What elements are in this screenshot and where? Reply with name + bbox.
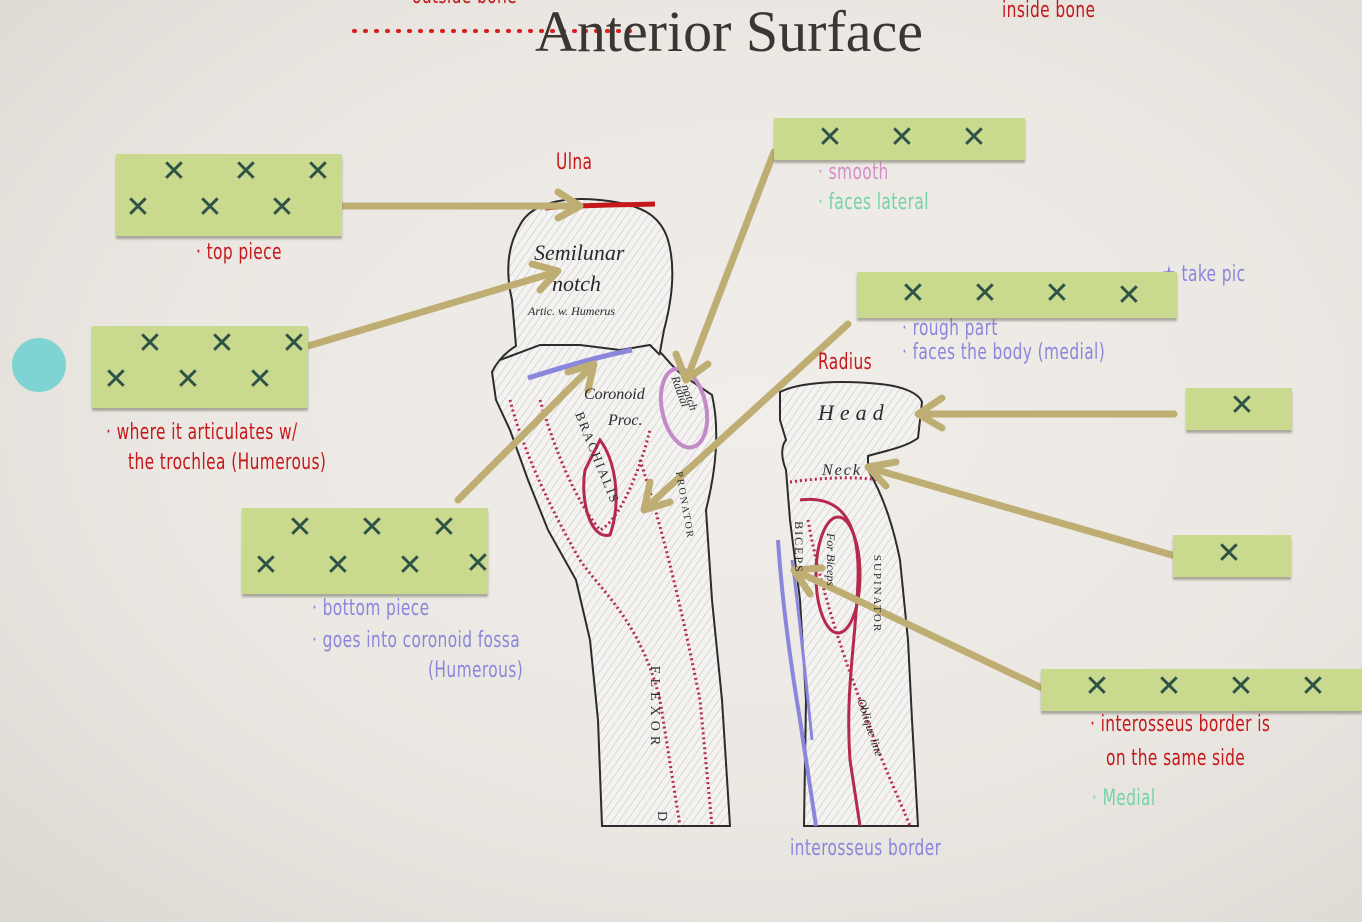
answer-box-radial-notch[interactable]: ✕ ✕ ✕ <box>774 118 1025 160</box>
answer-box-radial-head[interactable]: ✕ <box>1186 388 1292 430</box>
cover-mark: ✕ <box>961 120 987 155</box>
cover-mark: ✕ <box>1156 669 1182 704</box>
semilunar-note-1: · where it articulates w/ <box>106 420 298 445</box>
cover-mark: ✕ <box>1044 276 1070 311</box>
cover-mark: ✕ <box>359 510 385 545</box>
coronoid-note-1: · bottom piece <box>312 596 430 621</box>
radial-notch-note-2: · faces lateral <box>818 190 929 215</box>
semilunar-label: Semilunar <box>534 240 625 265</box>
cover-mark: ✕ <box>197 190 223 225</box>
cover-mark: ✕ <box>1116 278 1142 313</box>
semilunar-note-2: the trochlea (Humerous) <box>128 450 327 475</box>
answer-box-semilunar-notch[interactable]: ✕ ✕ ✕ ✕ ✕ ✕ <box>92 326 308 408</box>
answer-box-ulnar-tuberosity[interactable]: ✕ ✕ ✕ ✕ <box>857 272 1177 318</box>
radius-bone <box>776 381 924 827</box>
cover-mark: ✕ <box>175 362 201 397</box>
interosseus-border-label: interosseus border <box>790 836 942 861</box>
cover-mark: ✕ <box>431 510 457 545</box>
cover-mark: ✕ <box>103 362 129 397</box>
ulna-bone <box>490 198 732 827</box>
interosseous-note-1: · interosseus border is <box>1090 712 1271 737</box>
page-title: Anterior Surface <box>534 0 924 64</box>
d-label: D <box>654 810 670 822</box>
cover-mark: ✕ <box>247 362 273 397</box>
cover-mark: ✕ <box>137 326 163 361</box>
answer-box-radial-tuberosity[interactable]: ✕ ✕ ✕ ✕ <box>1041 669 1362 711</box>
artic-label: Artic. w. Humerus <box>528 304 616 318</box>
cover-mark: ✕ <box>1229 388 1255 423</box>
answer-box-coronoid-process[interactable]: ✕ ✕ ✕ ✕ ✕ ✕ ✕ <box>242 508 491 594</box>
cover-mark: ✕ <box>287 510 313 545</box>
biceps-label: BICEPS <box>791 521 806 574</box>
radius-label: Radius <box>818 350 873 375</box>
notch-label: notch <box>552 271 601 296</box>
answer-box-radial-neck[interactable]: ✕ <box>1173 535 1291 577</box>
outside-bone-note: outside bone <box>412 0 517 10</box>
interosseous-note-2: on the same side <box>1106 746 1246 771</box>
cover-mark: ✕ <box>161 154 187 189</box>
inside-bone-note: inside bone <box>1002 0 1096 23</box>
neck-label: Neck <box>822 462 862 479</box>
interosseous-note-3: · Medial <box>1092 786 1156 811</box>
pointer-arrows <box>304 148 1178 692</box>
bullet-dot <box>12 338 66 392</box>
head-label: Head <box>818 400 890 425</box>
cover-mark: ✕ <box>397 548 423 583</box>
cover-mark: ✕ <box>281 326 307 361</box>
cover-mark: ✕ <box>1228 669 1254 704</box>
cover-mark: ✕ <box>209 326 235 361</box>
cover-mark: ✕ <box>465 546 491 581</box>
cover-mark: ✕ <box>972 276 998 311</box>
cover-mark: ✕ <box>1084 669 1110 704</box>
cover-mark: ✕ <box>889 120 915 155</box>
cover-mark: ✕ <box>325 548 351 583</box>
cover-mark: ✕ <box>817 120 843 155</box>
olecranon-note: · top piece <box>196 240 282 265</box>
coronoid-note-2: · goes into coronoid fossa <box>312 628 521 653</box>
cover-mark: ✕ <box>1300 669 1326 704</box>
for-biceps-label: For Biceps <box>824 533 838 586</box>
ulna-label: Ulna <box>556 150 593 175</box>
coronoid-label: Coronoid <box>584 386 645 403</box>
coronoid-note-3: (Humerous) <box>428 658 524 683</box>
tuberosity-note-2: · faces the body (medial) <box>902 340 1106 365</box>
supinator-label: SUPINATOR <box>871 554 884 634</box>
radial-notch-note-1: · smooth <box>818 160 889 185</box>
cover-mark: ✕ <box>1216 536 1242 571</box>
proc-label: Proc. <box>608 412 643 429</box>
cover-mark: ✕ <box>253 548 279 583</box>
cover-mark: ✕ <box>125 190 151 225</box>
tuberosity-note-1: · rough part <box>902 316 998 341</box>
cover-mark: ✕ <box>305 154 331 189</box>
cover-mark: ✕ <box>269 190 295 225</box>
answer-box-olecranon[interactable]: ✕ ✕ ✕ ✕ ✕ ✕ <box>116 154 342 236</box>
cover-mark: ✕ <box>233 154 259 189</box>
flexor-label: FLEXOR <box>647 665 663 751</box>
cover-mark: ✕ <box>900 276 926 311</box>
